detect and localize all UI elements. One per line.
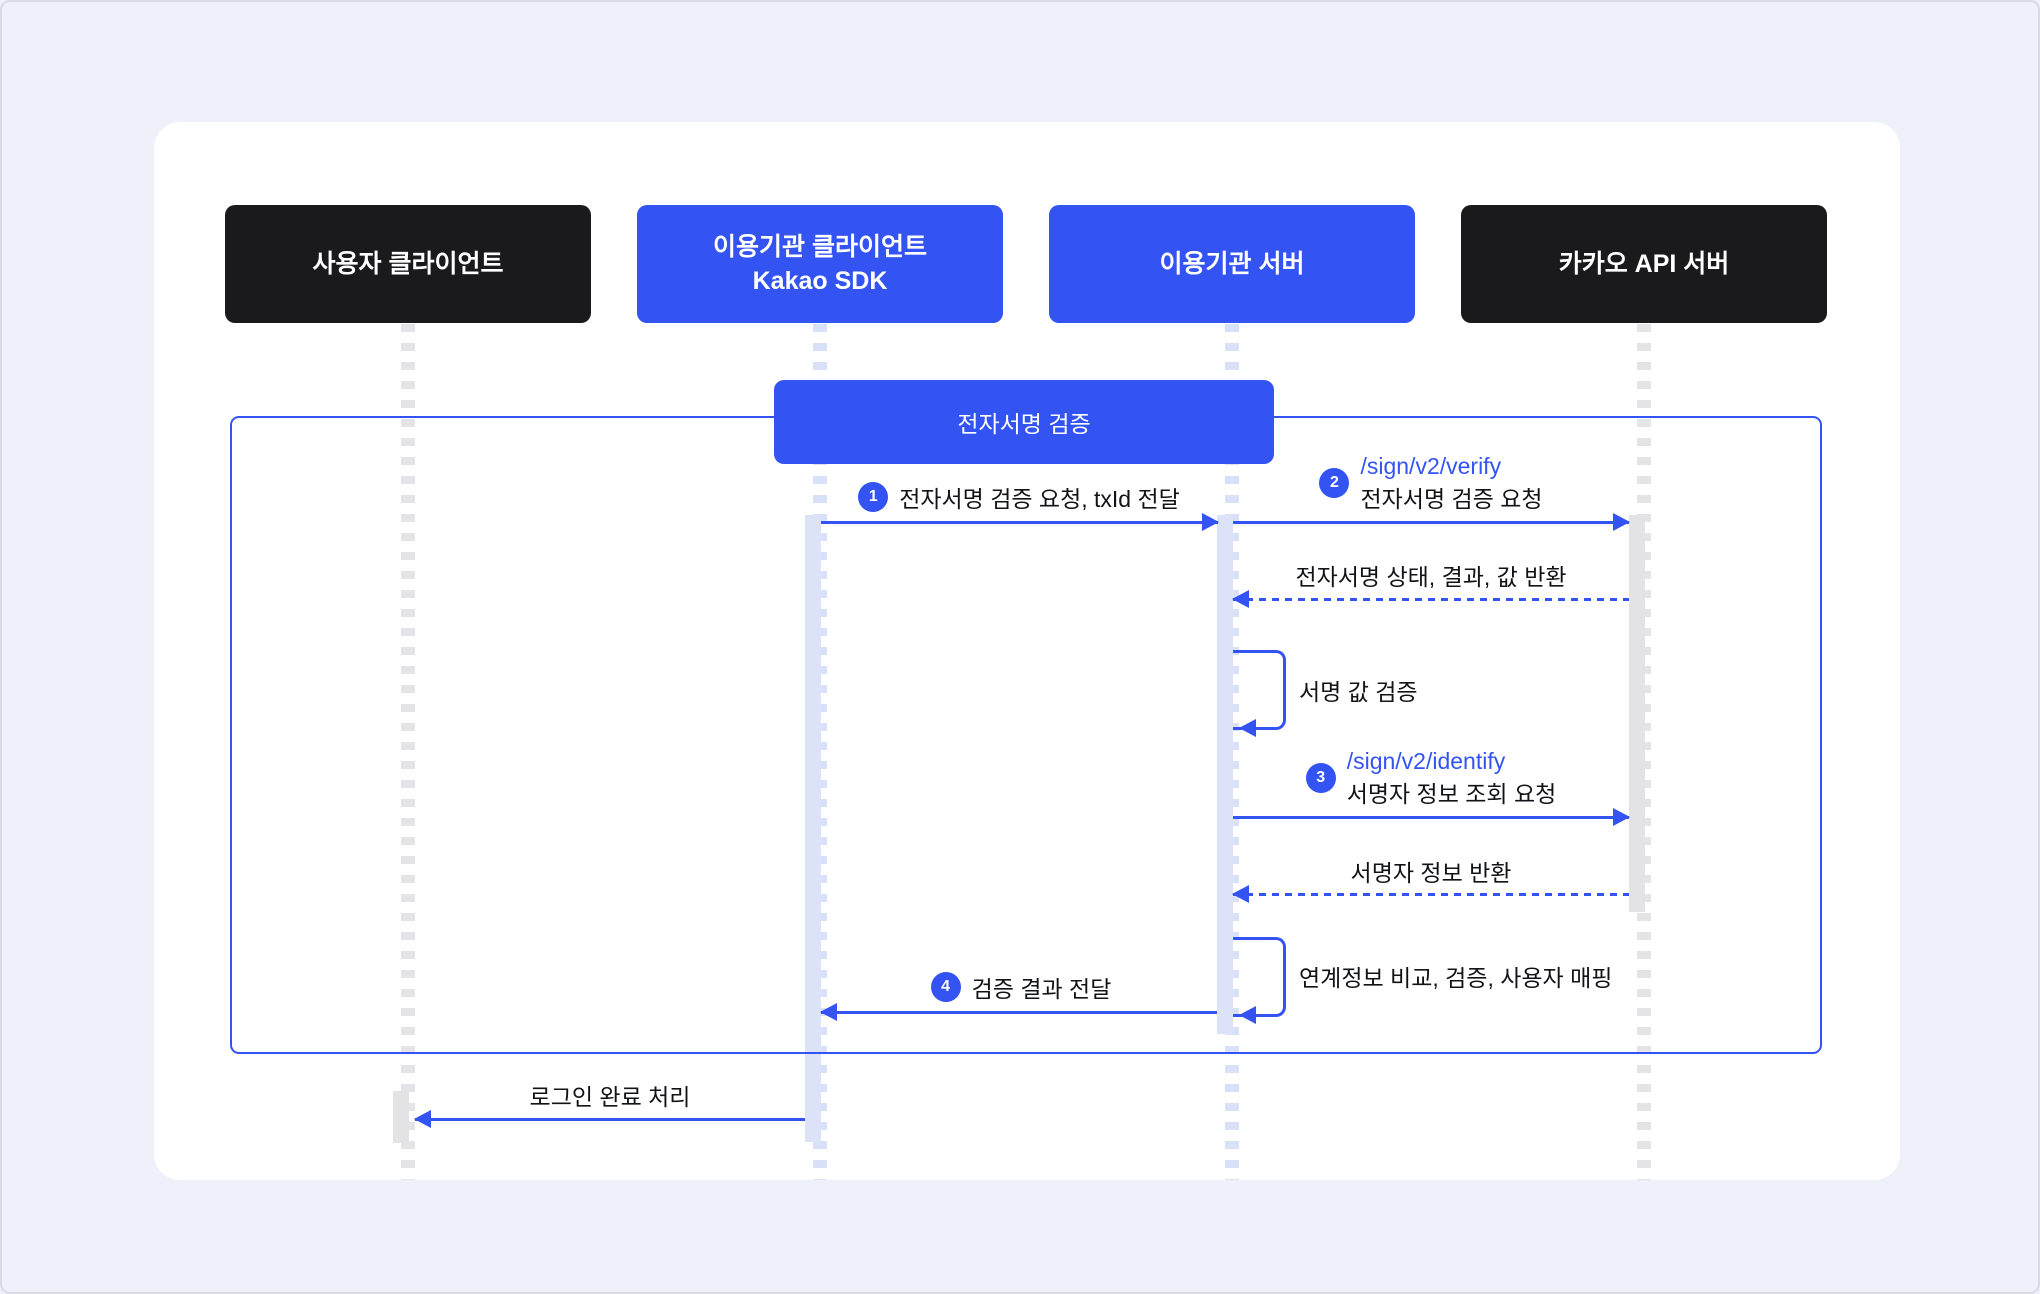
arrow-left-icon — [1232, 590, 1249, 608]
actor-service-client-label-line2: Kakao SDK — [752, 267, 888, 295]
message-5-arrow — [414, 1110, 805, 1128]
self-loop-1-label: 서명 값 검증 — [1299, 673, 1418, 707]
message-4-text: 검증 결과 전달 — [971, 976, 1112, 1002]
actor-service-server-label: 이용기관 서버 — [1159, 250, 1305, 278]
message-1-arrow — [821, 513, 1219, 531]
return-2-text: 서명자 정보 반환 — [1350, 860, 1512, 886]
activation-user-client — [393, 1091, 409, 1143]
message-2-text: 전자서명 검증 요청 — [1360, 486, 1543, 512]
return-2-arrow — [1232, 885, 1629, 903]
arrow-right-icon — [1613, 513, 1630, 531]
arrow-left-icon — [820, 1003, 837, 1021]
message-3-label: 3 /sign/v2/identify 서명자 정보 조회 요청 — [1233, 745, 1629, 811]
message-2-lines: /sign/v2/verify 전자서명 검증 요청 — [1360, 450, 1542, 516]
self-loop-2-label: 연계정보 비교, 검증, 사용자 매핑 — [1299, 959, 1612, 993]
actor-service-client: 이용기관 클라이언트 Kakao SDK — [637, 205, 1003, 323]
activation-service-server — [1217, 515, 1233, 1034]
message-1-text: 전자서명 검증 요청, txId 전달 — [899, 486, 1180, 512]
arrow-left-icon — [1239, 719, 1256, 737]
message-4-arrow — [820, 1003, 1217, 1021]
actor-user-client: 사용자 클라이언트 — [225, 205, 591, 323]
activation-kakao-api-server — [1629, 515, 1645, 912]
message-2-endpoint: /sign/v2/verify — [1360, 453, 1502, 479]
arrow-left-icon — [1232, 885, 1249, 903]
message-1-label: 1 전자서명 검증 요청, txId 전달 — [821, 480, 1217, 514]
step-badge-2: 2 — [1319, 468, 1350, 498]
lifeline-user-client — [401, 324, 415, 1180]
actor-service-client-label-line1: 이용기관 클라이언트 — [713, 233, 927, 261]
message-3-endpoint: /sign/v2/identify — [1346, 748, 1506, 774]
step-badge-3: 3 — [1305, 763, 1336, 793]
self-loop-1 — [1233, 650, 1286, 737]
actor-user-client-label: 사용자 클라이언트 — [312, 250, 504, 278]
return-2-label: 서명자 정보 반환 — [1233, 854, 1629, 888]
message-2-arrow — [1233, 513, 1630, 531]
group-label-text: 전자서명 검증 — [957, 411, 1091, 437]
arrow-left-icon — [414, 1110, 431, 1128]
message-3-text: 서명자 정보 조회 요청 — [1346, 781, 1557, 807]
actor-kakao-api-server-label: 카카오 API 서버 — [1558, 250, 1730, 278]
self-loop-2-text: 연계정보 비교, 검증, 사용자 매핑 — [1299, 965, 1613, 991]
message-3-arrow — [1233, 808, 1630, 826]
group-label: 전자서명 검증 — [774, 380, 1274, 464]
step-badge-1: 1 — [858, 482, 889, 512]
actor-service-server: 이용기관 서버 — [1049, 205, 1415, 323]
return-1-label: 전자서명 상태, 결과, 값 반환 — [1233, 558, 1629, 592]
activation-service-client — [805, 515, 821, 1142]
actor-kakao-api-server: 카카오 API 서버 — [1461, 205, 1827, 323]
message-2-label: 2 /sign/v2/verify 전자서명 검증 요청 — [1233, 450, 1629, 516]
self-loop-2 — [1233, 937, 1286, 1024]
message-4-label: 4 검증 결과 전달 — [821, 970, 1221, 1004]
return-1-text: 전자서명 상태, 결과, 값 반환 — [1295, 564, 1567, 590]
arrow-right-icon — [1202, 513, 1219, 531]
message-5-text: 로그인 완료 처리 — [529, 1084, 691, 1110]
arrow-right-icon — [1613, 808, 1630, 826]
arrow-left-icon — [1239, 1006, 1256, 1024]
self-loop-1-text: 서명 값 검증 — [1299, 679, 1418, 705]
step-badge-4: 4 — [930, 972, 961, 1002]
message-5-label: 로그인 완료 처리 — [415, 1078, 805, 1112]
message-3-lines: /sign/v2/identify 서명자 정보 조회 요청 — [1347, 745, 1557, 811]
return-1-arrow — [1232, 590, 1629, 608]
